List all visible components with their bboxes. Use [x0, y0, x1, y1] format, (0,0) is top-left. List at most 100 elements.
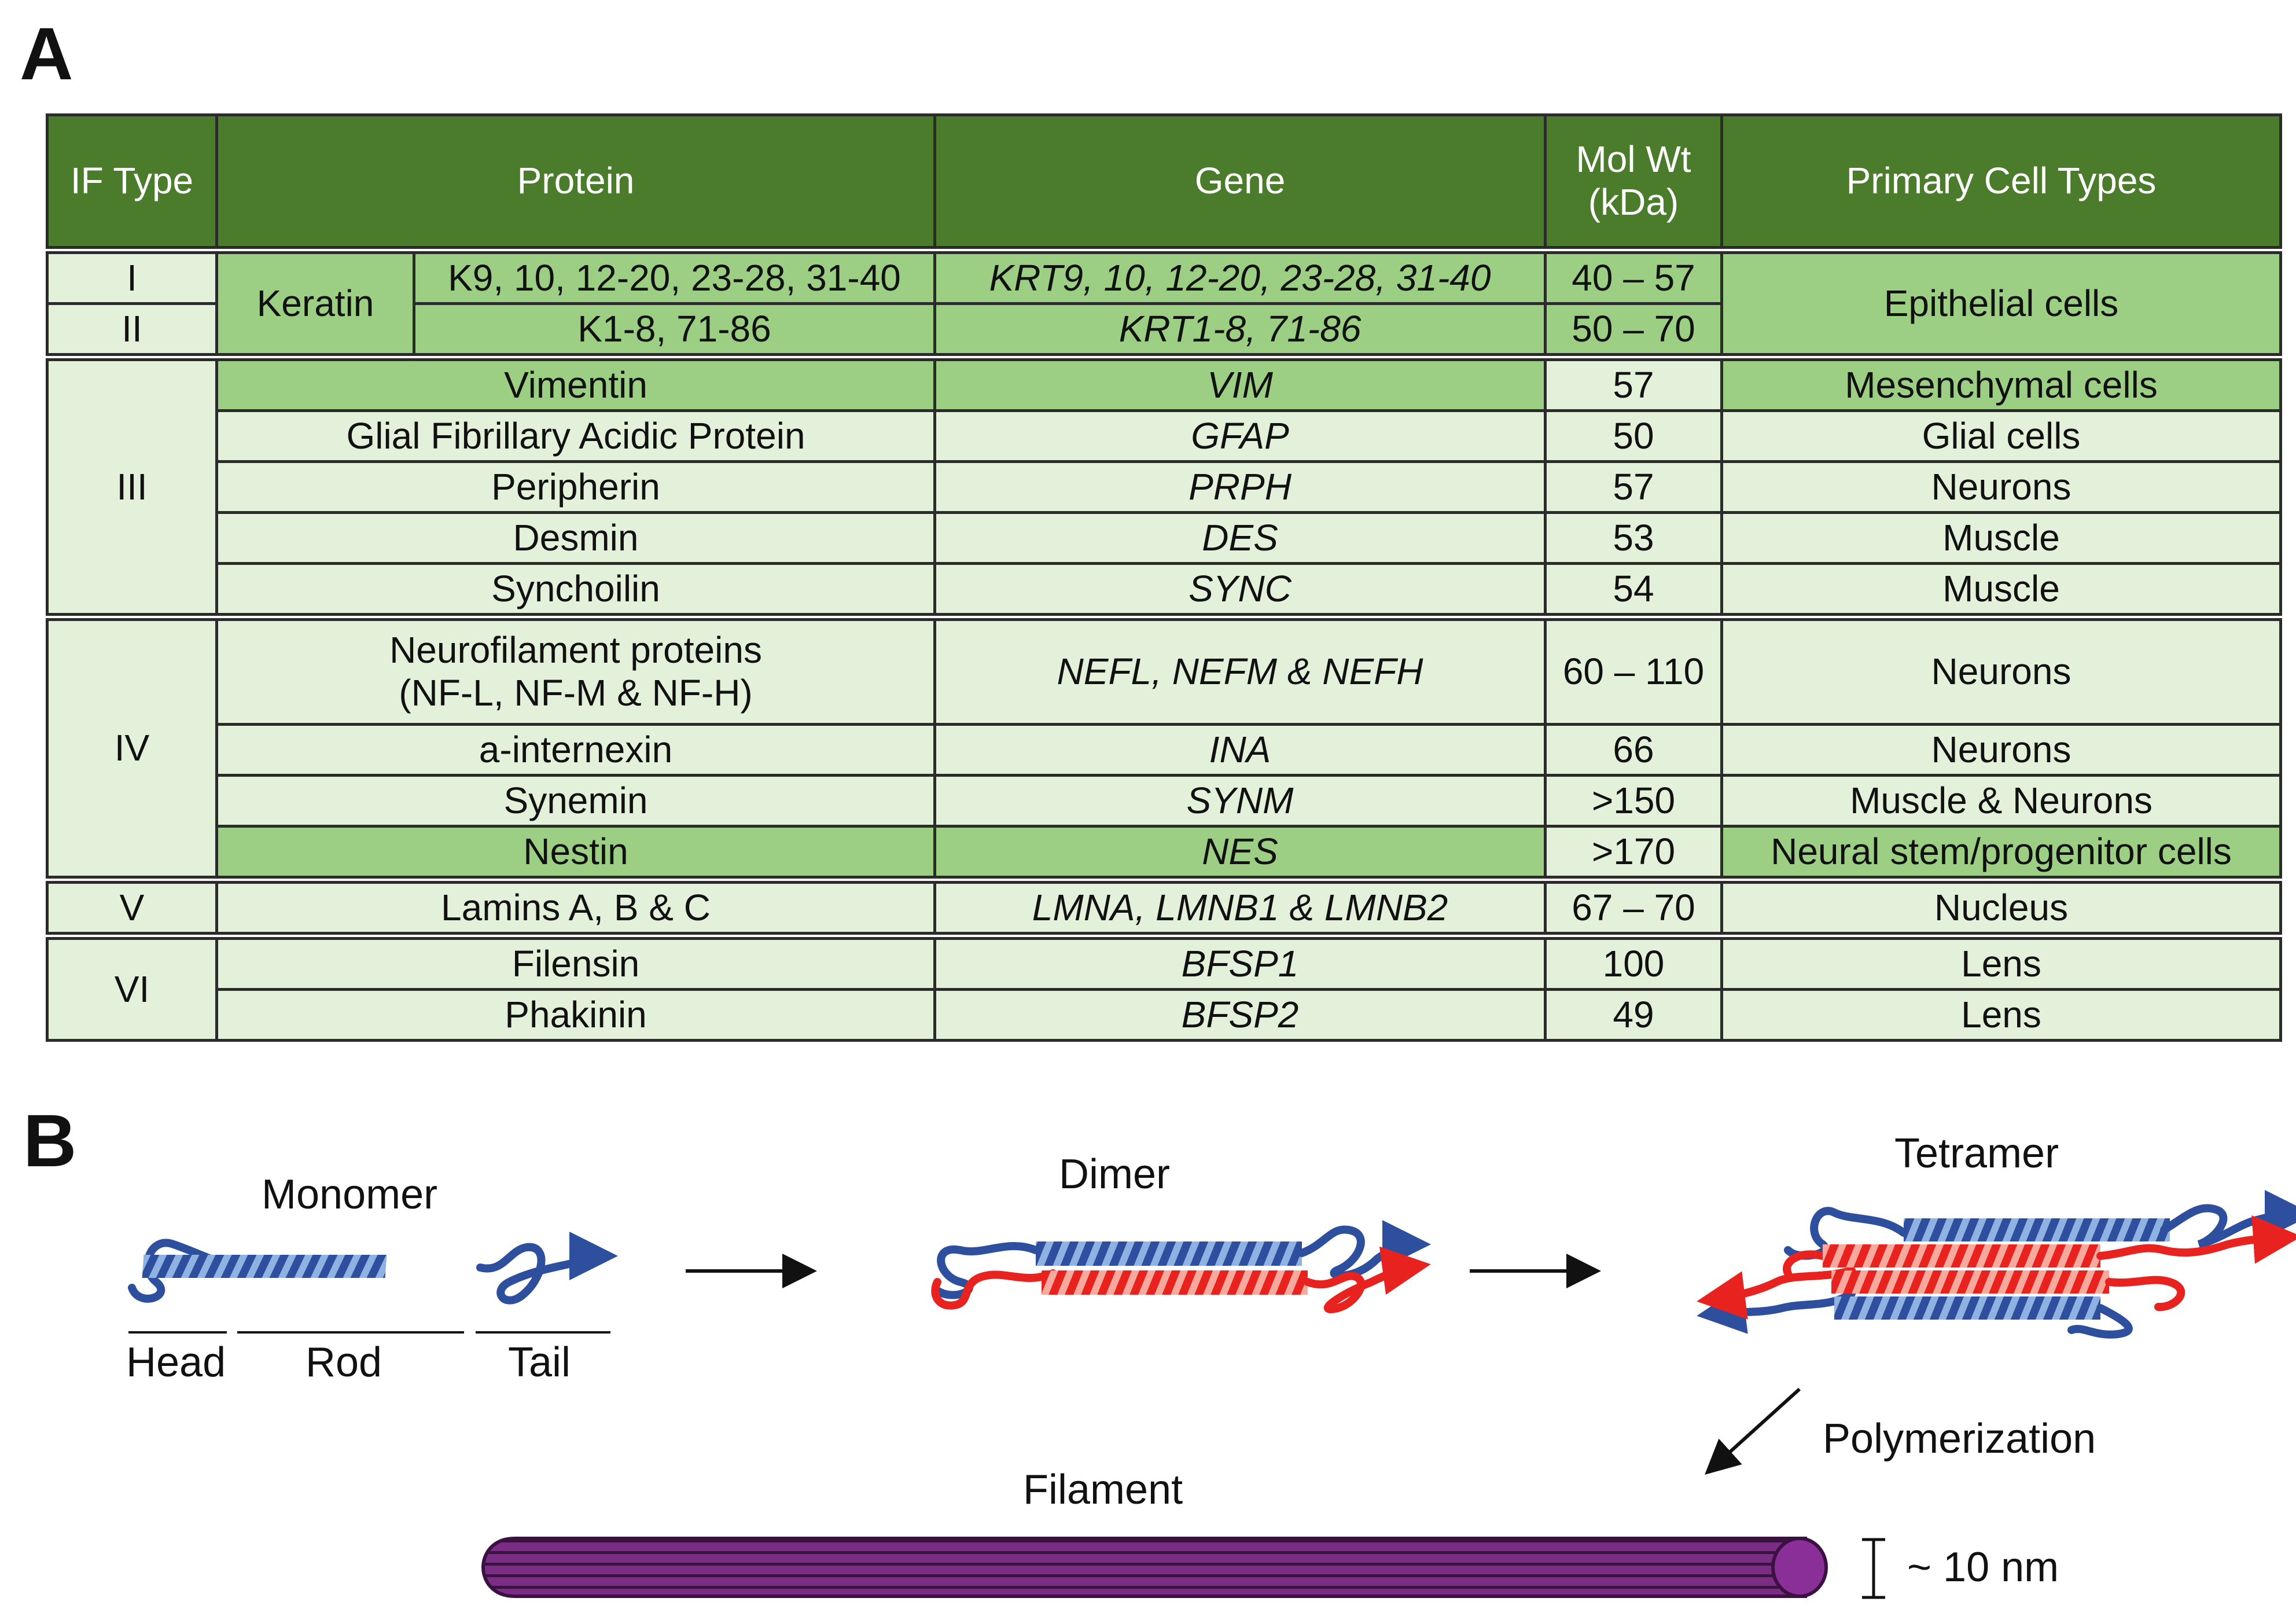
- panel-label-b: B: [23, 1100, 77, 1182]
- table-row: Desmin DES 53 Muscle: [47, 511, 2282, 565]
- protein-line2: (NF-L, NF-M & NF-H): [399, 672, 753, 714]
- keratin-label: Keratin: [215, 246, 415, 359]
- table-row: VI Filensin BFSP1 100 Lens: [46, 932, 2282, 1042]
- protein-cell: Filensin: [215, 932, 936, 991]
- table-row: IV Neurofilament proteins(NF-L, NF-M & N…: [46, 613, 2282, 881]
- table-row: Peripherin PRPH 57 Neurons: [47, 460, 2282, 514]
- filament-illustration: [481, 1537, 1828, 1598]
- mol-wt-cell: 40 – 57: [1544, 246, 1723, 305]
- cell-type-cell: Lens: [1720, 988, 2282, 1042]
- if-type-cell: III: [46, 353, 218, 619]
- header-mol-wt-line1: Mol Wt: [1576, 138, 1691, 181]
- if-type-cell: I: [46, 246, 218, 305]
- gene-cell: BFSP1: [933, 932, 1547, 991]
- protein-cell: Glial Fibrillary Acidic Protein: [215, 409, 936, 463]
- header-if-type: IF Type: [46, 113, 218, 252]
- header-mol-wt: Mol Wt(kDa): [1544, 113, 1723, 252]
- mol-wt-cell: 49: [1544, 988, 1723, 1042]
- mol-wt-cell: 57: [1544, 353, 1723, 412]
- table-row: III Vimentin VIM 57 Mesenchymal cells: [46, 353, 2282, 619]
- cell-type-cell: Muscle: [1720, 511, 2282, 565]
- cell-type-cell: Neurons: [1720, 460, 2282, 514]
- gene-cell: KRT9, 10, 12-20, 23-28, 31-40: [933, 246, 1547, 305]
- filament-label: Filament: [1023, 1467, 1183, 1513]
- protein-cell: a-internexin: [215, 723, 936, 777]
- protein-cell: Desmin: [215, 511, 936, 565]
- gene-cell: NES: [933, 825, 1547, 881]
- cell-type-cell: Glial cells: [1720, 409, 2282, 463]
- mol-wt-cell: 50 – 70: [1544, 302, 1723, 359]
- if-type-cell: V: [46, 876, 218, 938]
- table-row: a-internexin INA 66 Neurons: [47, 723, 2282, 777]
- mol-wt-cell: 60 – 110: [1544, 613, 1723, 726]
- protein-cell: Peripherin: [215, 460, 936, 514]
- table-row: V Lamins A, B & C LMNA, LMNB1 & LMNB2 67…: [46, 876, 2282, 938]
- if-type-cell: IV: [46, 613, 218, 881]
- gene-cell: KRT1-8, 71-86: [933, 302, 1547, 359]
- table-header-row: IF Type Protein Gene Mol Wt(kDa) Primary…: [46, 113, 2282, 252]
- scale-bar: [1862, 1538, 1885, 1599]
- gene-cell: LMNA, LMNB1 & LMNB2: [933, 876, 1547, 938]
- rod-label: Rod: [306, 1339, 382, 1386]
- protein-cell: Vimentin: [215, 353, 936, 412]
- table-row: Synemin SYNM >150 Muscle & Neurons: [47, 774, 2282, 828]
- header-cell-types: Primary Cell Types: [1720, 113, 2282, 252]
- monomer-illustration: [128, 1232, 618, 1334]
- panel-label-a: A: [20, 13, 73, 95]
- protein-cell: Lamins A, B & C: [215, 876, 936, 938]
- cell-type-cell: Neurons: [1720, 723, 2282, 777]
- protein-cell: Nestin: [215, 825, 936, 881]
- mol-wt-cell: >170: [1544, 825, 1723, 881]
- gene-cell: DES: [933, 511, 1547, 565]
- polymerization-arrow: [1705, 1387, 1801, 1475]
- cell-type-cell: Mesenchymal cells: [1720, 353, 2282, 412]
- gene-cell: NEFL, NEFM & NEFH: [933, 613, 1547, 726]
- mol-wt-cell: 54: [1544, 562, 1723, 619]
- protein-line1: Neurofilament proteins: [389, 629, 762, 671]
- scale-label: ~ 10 nm: [1907, 1544, 2059, 1590]
- mol-wt-cell: >150: [1544, 774, 1723, 828]
- gene-cell: GFAP: [933, 409, 1547, 463]
- cell-type-cell: Epithelial cells: [1720, 246, 2282, 359]
- protein-cell: K9, 10, 12-20, 23-28, 31-40: [413, 246, 936, 305]
- mol-wt-cell: 100: [1544, 932, 1723, 991]
- protein-cell: Synchoilin: [215, 562, 936, 619]
- mol-wt-cell: 66: [1544, 723, 1723, 777]
- table-row: I Keratin K9, 10, 12-20, 23-28, 31-40 KR…: [46, 246, 2282, 359]
- cell-type-cell: Neural stem/progenitor cells: [1720, 825, 2282, 881]
- head-label: Head: [126, 1339, 226, 1386]
- polymerization-label: Polymerization: [1823, 1416, 2096, 1462]
- dimer-illustration: [931, 1220, 1431, 1314]
- protein-cell: Synemin: [215, 774, 936, 828]
- tetramer-illustration: [1697, 1190, 2296, 1339]
- table-row: Synchoilin SYNC 54 Muscle: [47, 562, 2282, 619]
- if-type-table: IF Type Protein Gene Mol Wt(kDa) Primary…: [46, 113, 2282, 1042]
- gene-cell: SYNM: [933, 774, 1547, 828]
- table-row: Glial Fibrillary Acidic Protein GFAP 50 …: [47, 409, 2282, 463]
- protein-cell: K1-8, 71-86: [413, 302, 936, 359]
- gene-cell: INA: [933, 723, 1547, 777]
- table-row: Nestin NES >170 Neural stem/progenitor c…: [47, 825, 2282, 881]
- gene-cell: PRPH: [933, 460, 1547, 514]
- gene-cell: BFSP2: [933, 988, 1547, 1042]
- header-gene: Gene: [933, 113, 1547, 252]
- if-type-cell: II: [46, 302, 218, 359]
- protein-cell: Phakinin: [215, 988, 936, 1042]
- gene-cell: SYNC: [933, 562, 1547, 619]
- cell-type-cell: Lens: [1720, 932, 2282, 991]
- cell-type-cell: Muscle: [1720, 562, 2282, 619]
- dimer-label: Dimer: [1059, 1151, 1170, 1197]
- if-type-cell: VI: [46, 932, 218, 1042]
- protein-cell: Neurofilament proteins(NF-L, NF-M & NF-H…: [215, 613, 936, 726]
- monomer-label: Monomer: [262, 1171, 438, 1218]
- cell-type-cell: Neurons: [1720, 613, 2282, 726]
- mol-wt-cell: 67 – 70: [1544, 876, 1723, 938]
- header-mol-wt-line2: (kDa): [1588, 181, 1679, 223]
- gene-cell: VIM: [933, 353, 1547, 412]
- header-protein: Protein: [215, 113, 936, 252]
- tail-label: Tail: [508, 1339, 571, 1386]
- mol-wt-cell: 53: [1544, 511, 1723, 565]
- mol-wt-cell: 57: [1544, 460, 1723, 514]
- table-row: Phakinin BFSP2 49 Lens: [47, 988, 2282, 1042]
